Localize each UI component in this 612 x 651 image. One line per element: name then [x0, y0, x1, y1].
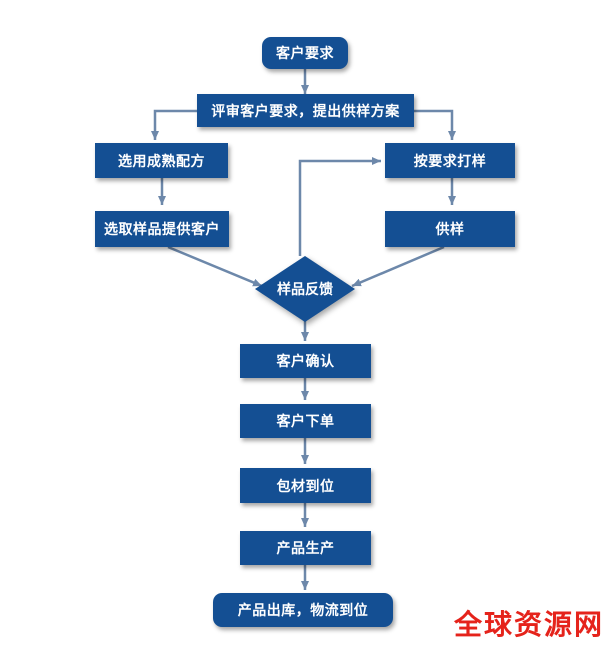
- node-select-formula: 选用成熟配方: [95, 143, 228, 178]
- node-sample-feedback-label: 样品反馈: [277, 282, 333, 298]
- node-customer-order: 客户下单: [240, 404, 371, 438]
- node-sample-as-required: 按要求打样: [385, 143, 515, 178]
- node-customer-request: 客户要求: [262, 37, 348, 69]
- arrow-feedback-loop: [298, 157, 381, 256]
- node-supply-sample: 供样: [385, 211, 515, 247]
- node-select-sample: 选取样品提供客户: [95, 211, 229, 247]
- node-customer-confirm: 客户确认: [240, 344, 371, 378]
- node-review-request: 评审客户要求，提出供样方案: [197, 94, 414, 127]
- watermark-text: 全球资源网: [453, 608, 604, 641]
- node-shipping: 产品出库，物流到位: [213, 593, 393, 627]
- arrow-select-to-feedback: [167, 245, 263, 288]
- arrow-review-to-formula: [151, 109, 197, 140]
- node-production: 产品生产: [240, 531, 371, 565]
- arrow-supply-to-feedback: [351, 245, 445, 288]
- node-packaging-ready: 包材到位: [240, 468, 371, 503]
- arrow-review-to-sampling: [414, 109, 456, 140]
- sample-feedback-diamond: [255, 256, 355, 322]
